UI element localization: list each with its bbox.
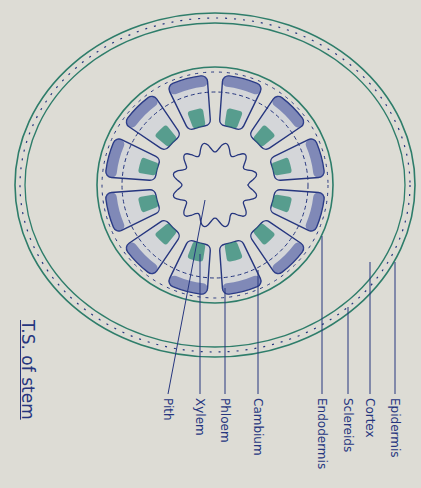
leader-line: [168, 200, 205, 394]
bundle-outline: [271, 190, 324, 231]
xylem-patch: [156, 224, 176, 244]
leader-line: [258, 270, 259, 394]
bundle-outline: [106, 139, 159, 180]
vascular-bundle: [106, 139, 159, 181]
leader-line: [348, 307, 349, 394]
bundle-outline: [126, 221, 179, 274]
leader-line: [322, 236, 323, 394]
xylem-patch: [272, 158, 292, 175]
xylem-patch: [138, 195, 158, 212]
xylem-patch: [188, 108, 205, 128]
pericycle-ring: [102, 72, 328, 298]
part-label: Xylem: [193, 398, 207, 436]
bundle-outline: [106, 190, 159, 231]
vascular-bundle: [271, 139, 324, 181]
cortex-ring: [25, 23, 405, 347]
part-label: Sclereids: [341, 398, 355, 452]
phloem-cap: [272, 96, 304, 128]
phloem-cap: [306, 139, 325, 178]
part-label: Cambium: [251, 398, 265, 456]
phloem-cap: [126, 96, 158, 128]
sclereid-dots: [20, 18, 410, 352]
endodermis-ring: [97, 67, 333, 303]
xylem-patch: [156, 126, 176, 146]
leader-line: [395, 262, 396, 394]
diagram-title: T.S. of stem: [18, 320, 38, 420]
vascular-bundle: [271, 190, 324, 232]
vascular-bundle: [220, 241, 262, 294]
leader-line: [370, 262, 371, 394]
phloem-cap: [306, 192, 325, 231]
vascular-bundle: [220, 76, 262, 129]
part-label: Epidermis: [388, 398, 402, 458]
leader-lines: [168, 200, 395, 394]
bundle-outline: [220, 76, 261, 129]
leader-line: [200, 254, 201, 394]
vascular-bundle: [169, 241, 211, 294]
phloem-cap: [169, 276, 208, 295]
xylem-patch: [254, 224, 274, 244]
vascular-bundles: [106, 76, 325, 295]
bundle-outline: [169, 241, 210, 294]
leader-line: [225, 288, 226, 394]
vascular-bundle: [251, 96, 304, 149]
phloem-cap: [169, 76, 208, 95]
cambium-ring: [122, 92, 308, 278]
part-label: Endodermis: [315, 398, 329, 469]
bundle-outline: [251, 96, 304, 149]
bundle-outline: [271, 139, 324, 180]
vascular-bundle: [169, 76, 211, 129]
vascular-bundle: [251, 221, 304, 274]
phloem-cap: [222, 276, 261, 295]
phloem-cap: [222, 76, 261, 95]
epidermis-ring: [15, 13, 415, 357]
part-label: Cortex: [363, 398, 377, 438]
vascular-bundle: [106, 190, 159, 232]
xylem-patch: [138, 158, 158, 175]
vascular-bundle: [126, 221, 179, 274]
xylem-patch: [225, 242, 242, 262]
phloem-cap: [106, 192, 125, 231]
xylem-patch: [225, 108, 242, 128]
xylem-patch: [272, 195, 292, 212]
phloem-cap: [126, 242, 158, 274]
part-label: Pith: [161, 398, 175, 421]
phloem-cap: [272, 242, 304, 274]
bundle-outline: [169, 76, 210, 129]
xylem-patch: [254, 126, 274, 146]
phloem-cap: [106, 139, 125, 178]
bundle-outline: [251, 221, 304, 274]
stem-outline: [15, 13, 415, 357]
bundle-outline: [126, 96, 179, 149]
vascular-bundle: [126, 96, 179, 149]
pith-outline: [173, 143, 256, 226]
bundle-outline: [220, 241, 261, 294]
part-label: Phloem: [218, 398, 232, 443]
